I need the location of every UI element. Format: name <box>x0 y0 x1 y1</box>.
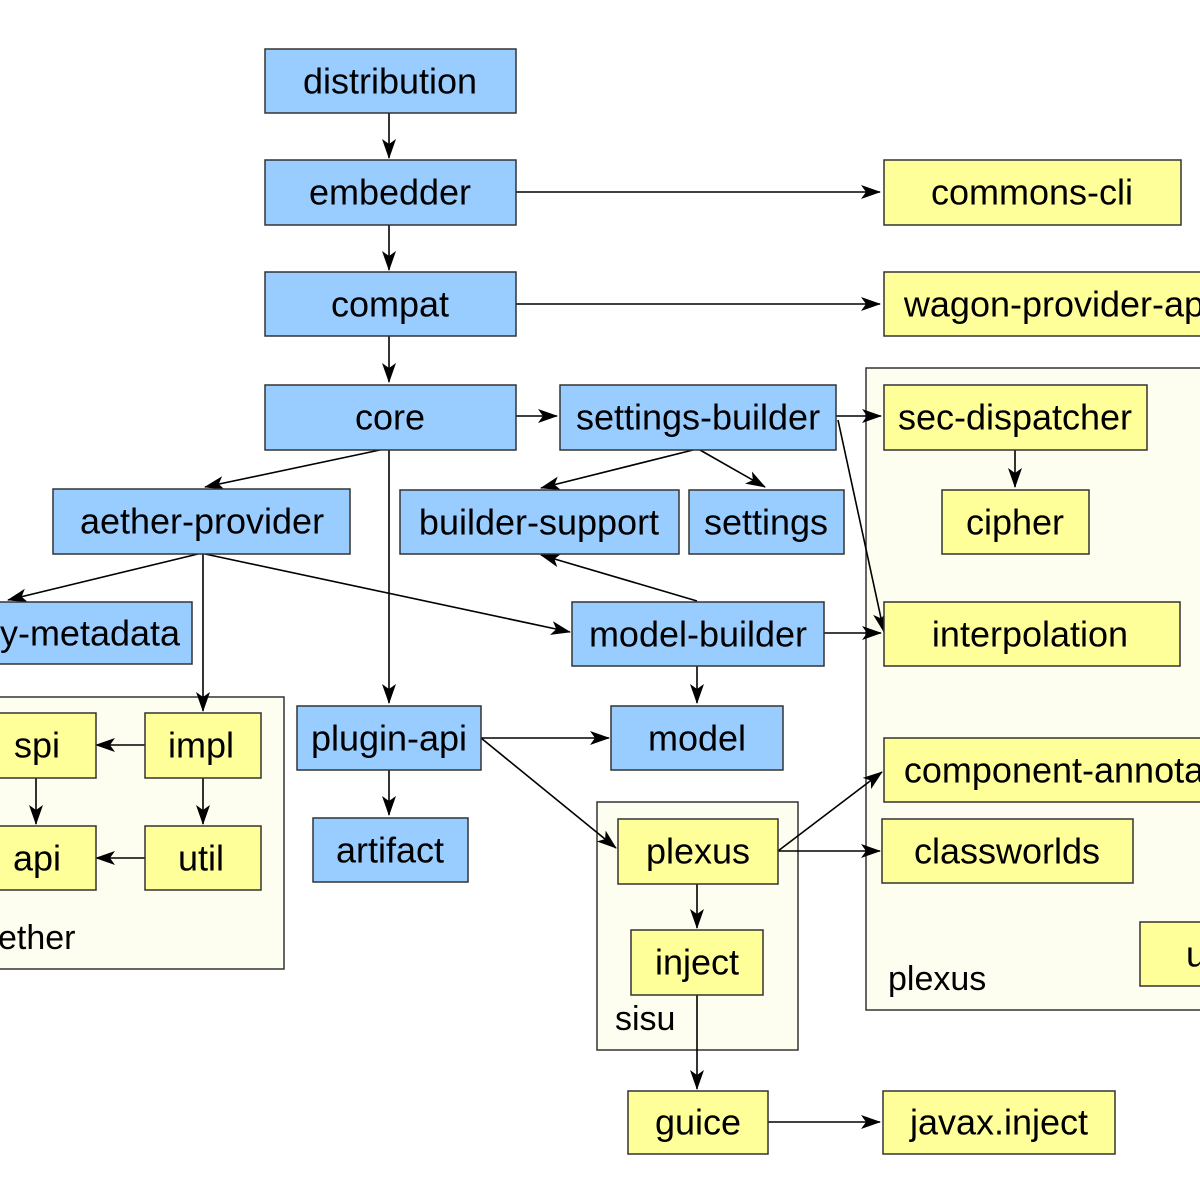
edge-settings-builder-settings <box>699 449 766 488</box>
group-plexus-label: plexus <box>888 960 986 998</box>
node-sec-dispatcher-label: sec-dispatcher <box>898 397 1132 438</box>
node-cipher-label: cipher <box>966 502 1064 543</box>
node-aether-provider-label: aether-provider <box>80 501 324 542</box>
node-api-label: api <box>13 838 61 879</box>
edge-aether-provider-model-builder <box>204 553 571 635</box>
edge-plexus-component-annotations <box>777 771 883 852</box>
node-builder-support-label: builder-support <box>419 502 659 543</box>
node-classworlds-label: classworlds <box>914 831 1100 872</box>
node-commons-cli[interactable]: commons-cli <box>883 159 1182 226</box>
node-settings-builder[interactable]: settings-builder <box>559 384 837 451</box>
node-javax-inject[interactable]: javax.inject <box>882 1090 1116 1155</box>
group-sisu-label: sisu <box>615 1000 675 1038</box>
node-impl[interactable]: impl <box>144 712 262 779</box>
node-artifact[interactable]: artifact <box>312 817 469 883</box>
node-compat-label: compat <box>331 284 449 325</box>
node-component-annotations[interactable]: component-annota <box>883 737 1200 803</box>
node-settings-builder-label: settings-builder <box>576 397 820 438</box>
node-interpolation[interactable]: interpolation <box>883 601 1181 667</box>
node-cipher[interactable]: cipher <box>941 489 1090 555</box>
node-spi[interactable]: spi <box>0 712 97 779</box>
node-interpolation-label: interpolation <box>932 614 1128 655</box>
node-guice-label: guice <box>655 1102 741 1143</box>
node-model-builder-label: model-builder <box>589 614 807 655</box>
node-artifact-label: artifact <box>336 830 444 871</box>
node-embedder[interactable]: embedder <box>264 159 517 226</box>
node-builder-support[interactable]: builder-support <box>399 489 680 555</box>
node-distribution-label: distribution <box>303 61 477 102</box>
node-plexus-utils[interactable]: u <box>1139 921 1200 987</box>
node-impl-label: impl <box>168 725 234 766</box>
node-compat[interactable]: compat <box>264 271 517 337</box>
node-wagon-provider-api-label: wagon-provider-ap <box>903 284 1200 325</box>
node-javax-inject-label: javax.inject <box>909 1102 1088 1143</box>
edge-plugin-api-plexus <box>480 737 617 849</box>
node-inject-label: inject <box>655 942 739 983</box>
node-util[interactable]: util <box>144 825 262 891</box>
node-plugin-api[interactable]: plugin-api <box>296 705 482 771</box>
node-sec-dispatcher[interactable]: sec-dispatcher <box>883 384 1148 451</box>
node-api[interactable]: api <box>0 825 97 891</box>
node-util-label: util <box>178 838 224 879</box>
edge-settings-builder-interpolation <box>837 419 887 633</box>
node-core[interactable]: core <box>264 384 517 451</box>
node-distribution[interactable]: distribution <box>264 48 517 114</box>
node-aether-provider[interactable]: aether-provider <box>52 488 351 555</box>
node-settings[interactable]: settings <box>688 489 845 555</box>
node-guice[interactable]: guice <box>627 1090 769 1155</box>
node-plexus-label: plexus <box>646 831 750 872</box>
group-plexus: plexus <box>865 367 1200 1011</box>
node-settings-label: settings <box>704 502 828 543</box>
node-plugin-api-label: plugin-api <box>311 718 467 759</box>
edge-aether-provider-repository-metadata <box>7 553 199 603</box>
node-repository-metadata[interactable]: y-metadata <box>0 601 193 665</box>
node-embedder-label: embedder <box>309 172 471 213</box>
group-aether-label: ether <box>0 919 76 957</box>
edge-core-aether-provider <box>204 449 381 490</box>
edge-settings-builder-builder-support <box>540 449 694 491</box>
dependency-edges <box>7 113 1022 1129</box>
node-plexus[interactable]: plexus <box>617 818 779 885</box>
node-component-annotations-label: component-annota <box>904 750 1200 791</box>
node-plexus-utils-label: u <box>1186 934 1200 975</box>
node-model[interactable]: model <box>610 705 784 771</box>
node-spi-label: spi <box>14 725 60 766</box>
edge-model-builder-builder-support <box>540 553 698 602</box>
node-inject[interactable]: inject <box>630 929 764 996</box>
node-classworlds[interactable]: classworlds <box>881 818 1134 884</box>
node-core-label: core <box>355 397 425 438</box>
node-commons-cli-label: commons-cli <box>931 172 1133 213</box>
node-model-label: model <box>648 718 746 759</box>
node-wagon-provider-api[interactable]: wagon-provider-ap <box>883 271 1200 337</box>
node-model-builder[interactable]: model-builder <box>571 601 825 667</box>
node-repository-metadata-label: y-metadata <box>0 613 181 654</box>
